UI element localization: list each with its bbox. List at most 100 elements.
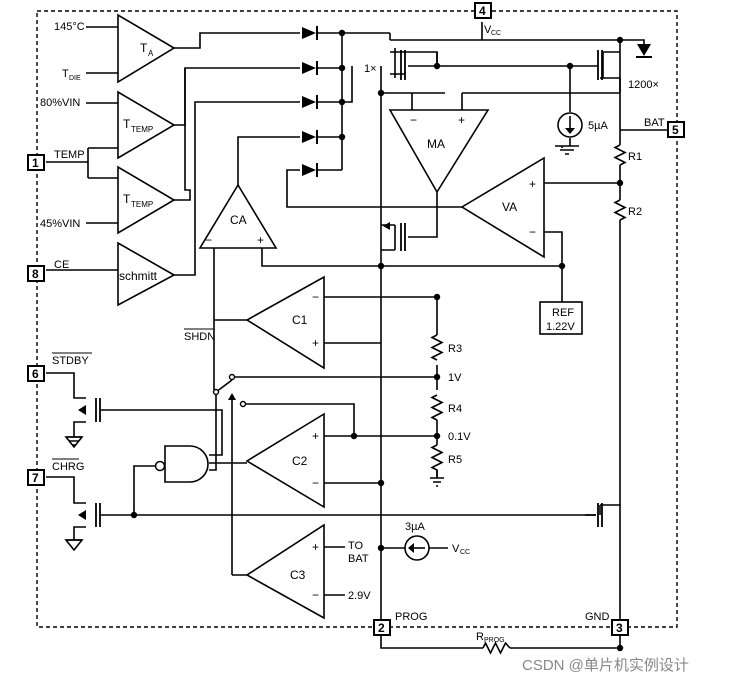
ma-amplifier: MA − +: [388, 109, 490, 194]
label-rprog: R: [476, 631, 484, 643]
svg-text:STDBY: STDBY: [52, 355, 89, 367]
label-shdn: SHDN: [184, 331, 215, 343]
ma-minus: −: [410, 113, 417, 127]
label-r2: R2: [628, 206, 642, 218]
ref-voltage: 1.22V: [546, 321, 575, 333]
c1-comparator: C1 − +: [245, 275, 325, 370]
c2-minus: −: [312, 476, 319, 490]
svg-text:6: 6: [32, 367, 39, 381]
label-2v9: 2.9V: [348, 590, 371, 602]
c2-comparator: C2 + −: [245, 412, 325, 509]
label-80vin: 80%VIN: [40, 97, 80, 109]
pin-vcc: 4 V CC: [474, 2, 501, 37]
svg-text:CC: CC: [491, 30, 501, 37]
ca-label: CA: [230, 213, 247, 227]
diode-5: [302, 163, 318, 177]
ground-symbols: [64, 145, 579, 552]
label-45vin: 45%VIN: [40, 218, 80, 230]
va-plus: +: [529, 177, 536, 191]
label-5ua: 5µA: [588, 120, 608, 132]
c3-comparator: C3 + −: [245, 523, 325, 620]
pin-bat: 5 BAT: [644, 117, 685, 138]
current-source-3ua: [404, 535, 430, 561]
label-vcc-src: V: [452, 543, 460, 555]
va-label: VA: [502, 200, 517, 214]
ttemp-bottom-sub: TEMP: [131, 200, 153, 209]
ttemp-top-amplifier: T TEMP: [117, 90, 176, 160]
svg-text:CHRG: CHRG: [52, 461, 84, 473]
c3-plus: +: [312, 540, 319, 554]
ttemp-bottom-amplifier: T TEMP: [117, 165, 176, 235]
label-1x: 1×: [364, 63, 377, 75]
label-1v: 1V: [448, 372, 462, 384]
label-bat: BAT: [348, 553, 369, 565]
pin-gnd: 3 GND: [585, 611, 629, 636]
label-0v1: 0.1V: [448, 431, 471, 443]
svg-text:3: 3: [616, 621, 623, 635]
nand-gate: [154, 445, 209, 483]
svg-text:1: 1: [32, 156, 39, 170]
ta-amplifier: T A: [117, 13, 176, 84]
c2-plus: +: [312, 429, 319, 443]
label-145c: 145°C: [54, 21, 85, 33]
ref-label: REF: [552, 307, 574, 319]
svg-text:PROG: PROG: [484, 637, 505, 644]
c1-label: C1: [292, 313, 308, 327]
svg-text:BAT: BAT: [644, 117, 665, 129]
diodes: [302, 26, 652, 177]
diode-4: [302, 130, 318, 144]
chip-boundary: [36, 10, 678, 628]
c3-minus: −: [312, 588, 319, 602]
label-tdie: T: [62, 68, 69, 80]
diode-3: [302, 95, 318, 109]
svg-text:2: 2: [378, 621, 385, 635]
svg-text:V: V: [484, 24, 492, 36]
diode-2: [302, 61, 318, 75]
signal-labels: 145°C T DIE 80%VIN 45%VIN SHDN 1× 1200× …: [40, 21, 659, 644]
label-1200x: 1200×: [628, 79, 659, 91]
label-r3: R3: [448, 343, 462, 355]
svg-text:7: 7: [32, 471, 39, 485]
diode-vcc: [636, 44, 652, 58]
svg-text:CE: CE: [54, 259, 69, 271]
svg-text:TEMP: TEMP: [54, 149, 85, 161]
ca-plus: +: [257, 233, 264, 247]
shdn-switch: [212, 373, 247, 408]
svg-text:5: 5: [672, 123, 679, 137]
pin-chrg: 7 CHRG: [27, 458, 84, 486]
ttemp-top-label: T: [123, 117, 131, 131]
watermark: CSDN @单片机实例设计: [522, 657, 689, 674]
ma-plus: +: [458, 113, 465, 127]
svg-text:4: 4: [479, 4, 486, 18]
schmitt-label: schmitt: [119, 269, 158, 283]
diode-1: [302, 26, 318, 40]
label-to: TO: [348, 540, 364, 552]
ttemp-bottom-label: T: [123, 192, 131, 206]
resistors: [430, 144, 627, 655]
ta-sub: A: [148, 49, 154, 58]
c1-minus: −: [312, 290, 319, 304]
c3-label: C3: [290, 568, 306, 582]
ma-label: MA: [427, 137, 445, 151]
pin-prog: 2 PROG: [373, 611, 427, 636]
junctions: [130, 29, 624, 652]
pin-stdby: 6 STDBY: [27, 352, 92, 382]
current-source-5ua: [557, 108, 583, 146]
svg-text:CC: CC: [460, 549, 470, 556]
ta-label: T: [140, 41, 148, 55]
transistors: [78, 50, 603, 527]
c1-plus: +: [312, 336, 319, 350]
svg-text:8: 8: [32, 267, 39, 281]
va-minus: −: [529, 225, 536, 239]
ca-amplifier: CA − +: [198, 183, 278, 249]
ref-box: REF 1.22V: [539, 301, 583, 335]
svg-text:DIE: DIE: [69, 75, 81, 82]
va-amplifier: VA + −: [460, 156, 545, 259]
svg-text:GND: GND: [585, 611, 610, 623]
pin-ce: 8 CE: [27, 259, 69, 282]
label-r1: R1: [628, 151, 642, 163]
label-r5: R5: [448, 454, 462, 466]
ca-minus: −: [205, 233, 212, 247]
label-r4: R4: [448, 403, 462, 415]
ttemp-top-sub: TEMP: [131, 125, 153, 134]
